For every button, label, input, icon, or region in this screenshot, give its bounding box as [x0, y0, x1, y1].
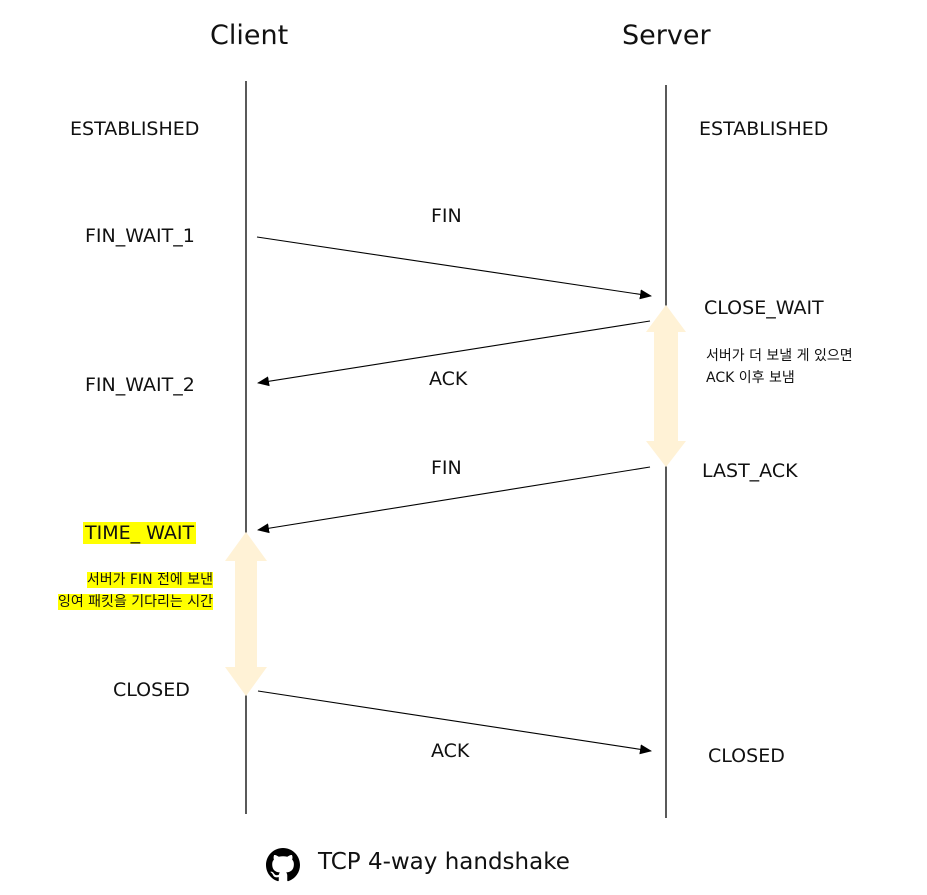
diagram-caption: TCP 4-way handshake — [318, 849, 570, 875]
client-state-fin-wait-2: FIN_WAIT_2 — [85, 374, 195, 396]
client-state-time-wait: TIME_ WAIT — [83, 522, 197, 544]
message-arrow-fin-1 — [256, 236, 652, 300]
server-heading: Server — [622, 20, 711, 51]
time-wait-double-arrow — [225, 532, 267, 696]
message-arrow-ack-1 — [257, 320, 651, 387]
message-arrow-fin-2 — [257, 466, 651, 534]
client-state-closed: CLOSED — [113, 679, 190, 701]
server-wait-note: 서버가 더 보낼 게 있으면 ACK 이후 보냄 — [706, 345, 853, 389]
client-state-established: ESTABLISHED — [70, 118, 200, 140]
message-arrow-ack-2 — [257, 690, 652, 755]
server-state-closed: CLOSED — [708, 745, 785, 767]
time-wait-note: 서버가 FIN 전에 보낸 잉여 패킷을 기다리는 시간 — [57, 569, 213, 613]
time-wait-note-line-1: 서버가 FIN 전에 보낸 — [86, 572, 213, 588]
message-label-ack-1: ACK — [429, 368, 468, 390]
server-state-established: ESTABLISHED — [699, 118, 829, 140]
client-state-fin-wait-1: FIN_WAIT_1 — [85, 225, 195, 247]
server-state-close-wait: CLOSE_WAIT — [704, 297, 824, 319]
message-label-fin-1: FIN — [431, 205, 462, 227]
server-wait-note-line-1: 서버가 더 보낼 게 있으면 — [706, 348, 853, 364]
github-icon — [266, 847, 300, 883]
message-label-fin-2: FIN — [431, 457, 462, 479]
message-label-ack-2: ACK — [431, 740, 470, 762]
client-heading: Client — [210, 20, 289, 51]
server-wait-double-arrow — [646, 305, 686, 467]
server-wait-note-line-2: ACK 이후 보냄 — [706, 370, 795, 386]
server-state-last-ack: LAST_ACK — [702, 460, 798, 482]
time-wait-note-line-2: 잉여 패킷을 기다리는 시간 — [57, 594, 213, 610]
